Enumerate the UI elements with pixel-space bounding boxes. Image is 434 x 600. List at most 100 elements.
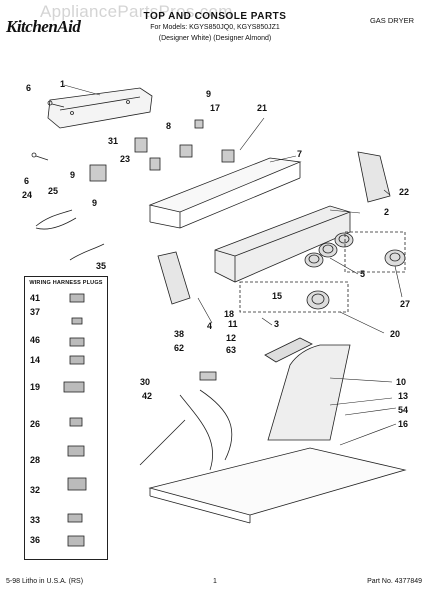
callout-1: 1 (60, 79, 66, 89)
variant-line: (Designer White) (Designer Almond) (158, 35, 272, 42)
part-1-edge (59, 96, 141, 111)
footer-part-number: Part No. 4377849 (367, 578, 422, 585)
part-23-switch (149, 157, 161, 171)
part-30-wiring-harness (139, 389, 233, 471)
callout-8: 8 (166, 121, 172, 131)
part-5-knob (334, 232, 354, 248)
part-2-edge (234, 211, 351, 257)
callout-10: 10 (396, 377, 407, 387)
part-1-hole (126, 100, 130, 104)
callout-27: 27 (400, 299, 411, 309)
plug-41-icon (69, 293, 85, 303)
callout-26: 26 (30, 419, 41, 429)
plug-33-icon (67, 513, 83, 523)
callout-12: 12 (226, 333, 237, 343)
callout-6: 6 (26, 83, 32, 93)
model-line: For Models: KGYS850JQ0, KGYS850JZ1 (150, 24, 280, 31)
callout-54: 54 (398, 405, 409, 415)
callout-32: 32 (30, 485, 41, 495)
callout-6: 6 (24, 176, 30, 186)
callout-9: 9 (206, 89, 212, 99)
part-11-lint-screen (264, 337, 313, 363)
callout-28: 28 (30, 455, 41, 465)
brand-logo: KitchenAid (6, 17, 81, 36)
callout-5: 5 (360, 269, 366, 279)
part-25-timer (89, 164, 107, 182)
callout-3: 3 (274, 319, 280, 329)
callout-7: 7 (297, 149, 303, 159)
part-5-knob (304, 252, 324, 268)
part-5-knob (318, 242, 338, 258)
callout-25: 25 (48, 186, 59, 196)
page-title: TOP AND CONSOLE PARTS (143, 11, 287, 22)
callout-13: 13 (398, 391, 409, 401)
callout-30: 30 (140, 377, 151, 387)
callout-35: 35 (96, 261, 107, 271)
callout-19: 19 (30, 382, 41, 392)
callout-63: 63 (226, 345, 237, 355)
callout-36: 36 (30, 535, 41, 545)
title-block: TOP AND CONSOLE PARTS For Models: KGYS85… (125, 11, 305, 44)
callout-14: 14 (30, 355, 41, 365)
part-2-edge (214, 249, 236, 257)
plug-36-icon (67, 535, 85, 547)
part-15-knob (306, 290, 330, 310)
callout-21: 21 (257, 103, 268, 113)
footer-litho: 5-98 Litho in U.S.A. (RS) (6, 578, 84, 585)
callout-20: 20 (390, 329, 401, 339)
callout-9: 9 (70, 170, 76, 180)
callout-62: 62 (174, 343, 185, 353)
part-27-knob (384, 249, 406, 267)
plug-37-icon (71, 317, 83, 325)
part-21-switch (221, 149, 235, 163)
footer-page-number: 1 (213, 578, 217, 585)
callout-leaders (63, 84, 403, 446)
plug-14-icon (69, 355, 85, 365)
plug-32-icon (67, 477, 87, 491)
part-1-hole (70, 111, 74, 115)
plug-46-icon (69, 337, 85, 347)
part-24-wire (35, 209, 77, 230)
part-7-console-shelf (148, 157, 302, 213)
callout-46: 46 (30, 335, 41, 345)
part-22-end-cap (357, 151, 391, 203)
callout-9: 9 (92, 198, 98, 208)
watermark: AppliancePartsPros.com (40, 2, 233, 21)
callout-31: 31 (108, 136, 119, 146)
part-8-switch (179, 144, 193, 158)
callout-38: 38 (174, 329, 185, 339)
dryer-type: GAS DRYER (369, 16, 414, 25)
callout-16: 16 (398, 419, 409, 429)
part-6-screw (31, 152, 49, 161)
part-17-switch (194, 119, 204, 129)
callout-18: 18 (224, 309, 235, 319)
callout-24: 24 (22, 190, 33, 200)
callout-11: 11 (228, 319, 238, 329)
wiring-harness-plugs-box: WIRING HARNESS PLUGS (24, 276, 108, 560)
callout-37: 37 (30, 307, 41, 317)
part-7-edge (149, 221, 181, 229)
harness-box-title: WIRING HARNESS PLUGS (29, 280, 103, 286)
part-38-connector (199, 371, 217, 381)
part-7-edge (179, 177, 301, 229)
part-4-end-cap (157, 251, 191, 305)
plug-28-icon (67, 445, 85, 457)
part-16-top-panel (148, 447, 407, 516)
part-35-wire (69, 243, 105, 261)
callout-23: 23 (120, 154, 131, 164)
plug-19-icon (63, 381, 85, 393)
callout-33: 33 (30, 515, 41, 525)
callout-17: 17 (210, 103, 221, 113)
part-10-exhaust-duct (267, 344, 351, 441)
harness-plug-icons (63, 293, 87, 547)
callout-2: 2 (384, 207, 390, 217)
part-16-edge (149, 495, 251, 524)
part-1-bracket (47, 87, 153, 129)
part-15-group-outline (239, 281, 349, 313)
callout-4: 4 (207, 321, 213, 331)
callout-42: 42 (142, 391, 153, 401)
callout-41: 41 (30, 293, 41, 303)
part-6-screw (47, 100, 65, 108)
part-31-switch (134, 137, 148, 153)
